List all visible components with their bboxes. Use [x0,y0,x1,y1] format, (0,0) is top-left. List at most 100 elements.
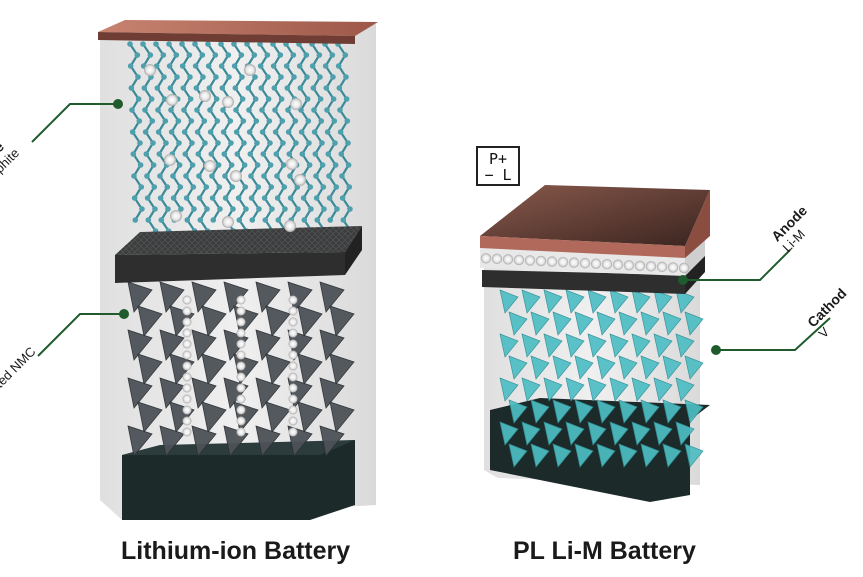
lithium-ion [182,405,192,415]
lattice-atom [347,206,353,212]
v-crystal [587,421,607,446]
lattice-atom [208,151,215,157]
lattice-atom [325,151,332,157]
lattice-atom [170,173,176,179]
lattice-atom [270,63,277,69]
lattice-atom [317,96,324,102]
v-crystal [543,377,563,402]
v-crystal [587,333,607,358]
lithium-ion [182,295,192,305]
lithium-ion [288,416,298,426]
lattice-atom [152,206,158,212]
lattice-atom [230,206,236,212]
v-crystal [596,399,616,424]
lattice-atom [151,184,158,190]
lattice-atom [168,107,174,113]
lattice-atom [281,184,288,190]
v-crystal [631,333,651,358]
lithium-ion [288,350,298,360]
lattice-atom [246,129,253,135]
v-crystal [596,355,616,380]
lattice-atom [135,74,141,80]
left-copper-collector [98,20,378,36]
lithium-metal-sphere [601,258,613,270]
lattice-atom [202,140,208,146]
lattice-atom [260,151,267,157]
lithium-ion [236,328,246,338]
lattice-atom [301,217,308,223]
lattice-atom [310,85,317,91]
lattice-atom [292,118,299,124]
v-crystal [521,377,541,402]
lattice-atom [142,107,148,113]
lattice-atom [149,118,156,124]
lattice-atom [282,206,288,212]
right-separator [482,270,685,294]
lattice-atom [132,217,139,223]
lithium-ion [288,361,298,371]
lattice-atom [264,52,271,58]
lithium-ion [182,372,192,382]
lattice-atom [204,206,210,212]
v-crystal [574,311,594,336]
left-lithium-ions [144,64,306,437]
lattice-atom [346,184,353,190]
lattice-atom [180,85,187,91]
nmc-crystal [201,305,227,337]
v-crystal [521,333,541,358]
lattice-atom [272,129,279,135]
lattice-atom [191,206,197,212]
v-crystal [618,355,638,380]
v-crystal [662,443,682,468]
nmc-crystal [137,401,163,433]
v-crystal [521,421,541,446]
v-crystal [653,289,673,314]
v-crystal [662,399,682,424]
lattice-atom [266,118,273,124]
nmc-crystal [319,281,345,313]
lattice-atom [181,107,187,113]
nmc-crystal [137,305,163,337]
v-crystal [574,355,594,380]
lattice-atom [193,85,200,91]
lattice-atom [285,107,291,113]
lattice-atom [256,206,262,212]
lattice-atom [262,217,269,223]
lattice-atom [258,85,265,91]
graphite-lattice [127,41,354,234]
lattice-atom [241,162,248,168]
lattice-atom [287,173,293,179]
nmc-crystal [159,377,185,409]
lattice-atom [176,162,183,168]
lattice-atom [241,140,247,146]
v-crystal [684,443,704,468]
lattice-atom [168,129,175,135]
lithium-ion [288,405,298,415]
lattice-atom [333,184,340,190]
lithium-ion [182,361,192,371]
lattice-atom [137,162,144,168]
lattice-atom [283,63,290,69]
lattice-atom [231,41,237,47]
lithium-ion [288,372,298,382]
lattice-atom [259,107,265,113]
lattice-atom [278,96,285,102]
lattice-atom [166,41,172,47]
lattice-atom [220,107,226,113]
lattice-atom [267,162,274,168]
lattice-atom [253,118,260,124]
lattice-atom [170,195,177,201]
lithium-ion [182,339,192,349]
lattice-atom [329,52,336,58]
v-crystal [543,333,563,358]
lithium-ion [236,339,246,349]
lithium-ion [144,64,156,76]
lattice-atom [167,85,174,91]
lattice-atom [295,206,301,212]
lithium-metal-sphere [535,255,547,267]
pl-li-m-battery [480,185,710,502]
lithium-ion [288,339,298,349]
lattice-atom [187,74,193,80]
lattice-atom [175,118,182,124]
lattice-atom [304,74,310,80]
